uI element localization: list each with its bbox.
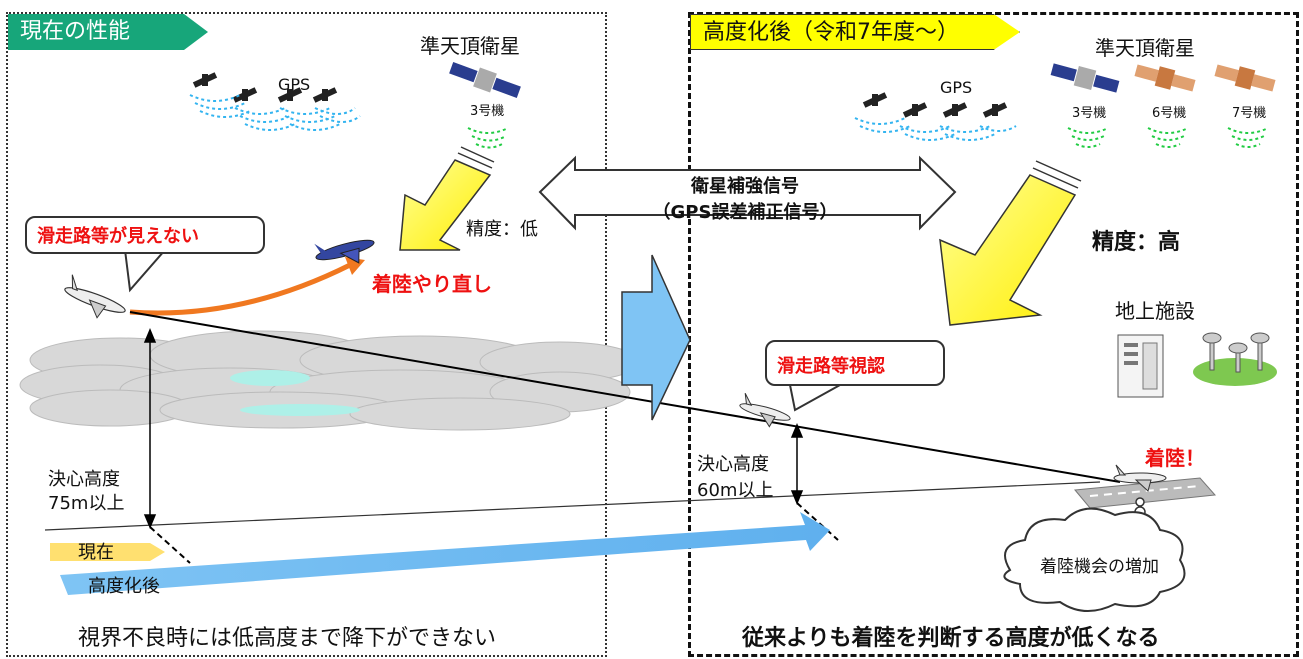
aircraft-goaround xyxy=(314,239,375,264)
gps-satellites-right xyxy=(862,92,1008,118)
signal-double-arrow xyxy=(538,155,957,231)
accuracy-low: 精度：低 xyxy=(466,219,538,240)
decision-height-right-label: 決心高度 xyxy=(697,454,769,475)
ground-facility-label: 地上施設 xyxy=(1115,299,1195,323)
decision-height-arrow-left xyxy=(143,328,157,529)
legend-arrow-after xyxy=(60,512,830,595)
qzss-label-left: 準天頂衛星 xyxy=(420,34,520,58)
bottom-text-right: 従来よりも着陸を判断する高度が低くなる xyxy=(742,626,1160,651)
thought-cloud xyxy=(1003,507,1186,612)
qzss-satellite-7 xyxy=(1214,64,1276,92)
correction-arrow-left xyxy=(399,146,495,251)
decision-height-right: 決心高度 60m以上 xyxy=(697,452,773,504)
qzss-satellite-3 xyxy=(1050,63,1120,93)
decision-height-left-label: 決心高度 xyxy=(48,469,120,490)
qzss-signal-left xyxy=(467,127,509,149)
callout-cannot-see-text: 滑走路等が見えない xyxy=(37,226,199,247)
signal-label: 衛星補強信号 （GPS誤差補正信号） xyxy=(600,174,890,226)
qzss-satellite-6 xyxy=(1134,64,1196,92)
decision-height-right-value: 60m以上 xyxy=(697,480,774,501)
enhanced-performance-panel xyxy=(688,12,1299,657)
aircraft-approach xyxy=(739,393,791,428)
gps-signal-waves-left xyxy=(189,94,361,131)
go-around-label: 着陸やり直し xyxy=(372,272,492,296)
signal-label-line1: 衛星補強信号 xyxy=(691,176,799,197)
qzss-signal-right xyxy=(1067,127,1269,148)
aircraft-left xyxy=(64,274,126,319)
callout-runway-visible: 滑走路等視認 xyxy=(765,340,945,386)
sat7-label-right: 7号機 xyxy=(1232,106,1267,121)
aircraft-landed xyxy=(1113,464,1167,492)
ground-line xyxy=(44,481,1101,531)
correction-arrow-right xyxy=(939,160,1082,326)
sat6-label-right: 6号機 xyxy=(1152,106,1187,121)
thought-cloud-text: 着陸機会の増加 xyxy=(1040,557,1159,577)
decision-height-left-value: 75m以上 xyxy=(48,493,125,514)
legend-after-label: 高度化後 xyxy=(88,576,160,597)
gps-label-right: GPS xyxy=(940,78,973,97)
gps-satellites-left xyxy=(192,72,338,103)
enhanced-tag: 高度化後（令和7年度～） xyxy=(690,14,1020,50)
current-tag: 現在の性能 xyxy=(8,14,208,50)
legend-current-label: 現在 xyxy=(78,542,114,563)
callout-runway-visible-text: 滑走路等視認 xyxy=(777,356,885,377)
glide-path xyxy=(129,311,1121,483)
gps-label-left: GPS xyxy=(278,75,311,94)
ground-facility-icon xyxy=(1117,332,1277,398)
decision-height-left: 決心高度 75m以上 xyxy=(48,468,124,516)
decision-height-arrow-right xyxy=(790,423,804,505)
sat3-label-right: 3号機 xyxy=(1072,106,1107,121)
transition-arrow xyxy=(621,254,691,421)
accuracy-high: 精度：高 xyxy=(1092,230,1181,255)
legend-arrow-current xyxy=(50,543,165,561)
landing-label: 着陸！ xyxy=(1145,446,1205,470)
callout-cannot-see: 滑走路等が見えない xyxy=(25,216,265,254)
qzss-label-right: 準天頂衛星 xyxy=(1095,36,1195,60)
current-performance-panel xyxy=(6,12,607,657)
sat3-label-left: 3号機 xyxy=(470,104,505,119)
gps-signal-waves-right xyxy=(854,117,1017,141)
go-around-path xyxy=(129,262,352,316)
qzss-satellite-left xyxy=(449,62,521,98)
signal-label-line2: （GPS誤差補正信号） xyxy=(652,202,838,223)
bottom-text-left: 視界不良時には低高度まで降下ができない xyxy=(78,626,497,651)
